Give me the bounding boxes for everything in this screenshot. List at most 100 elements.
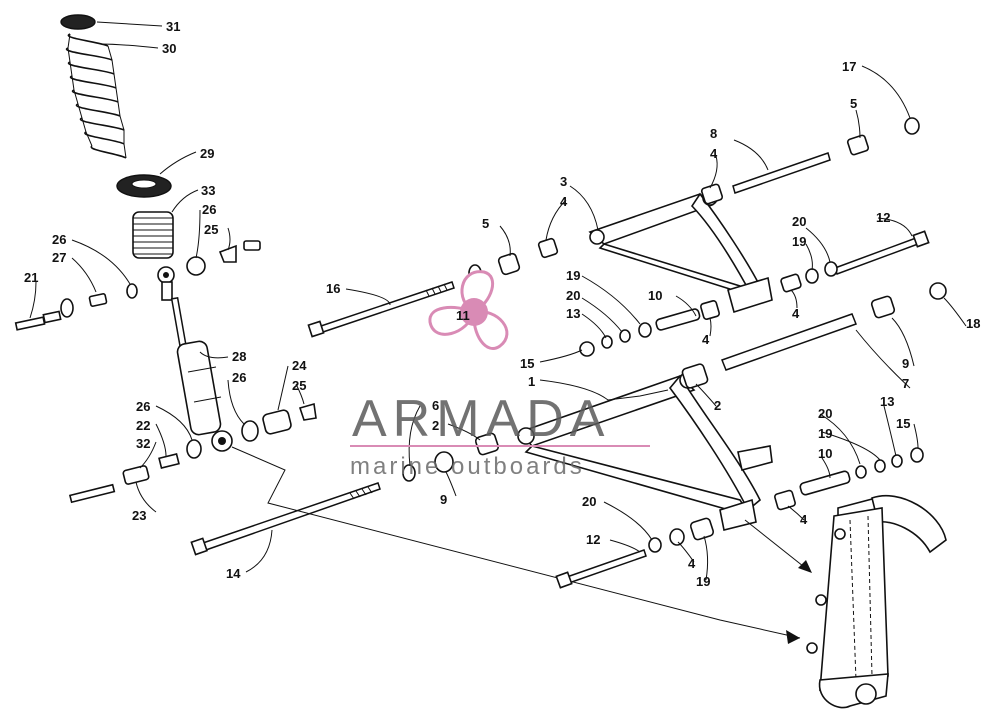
shock-assembly xyxy=(14,14,801,644)
washer-27 xyxy=(60,298,74,318)
callout-26-top: 26 xyxy=(202,202,216,217)
watermark-brand: ARMADA xyxy=(352,390,610,448)
callout-6: 6 xyxy=(432,398,439,413)
spacer-10-lower xyxy=(799,470,851,496)
piston-rod xyxy=(170,296,188,350)
callout-20-lower-right: 20 xyxy=(818,406,832,421)
callout-20-upper: 20 xyxy=(792,214,806,229)
callout-19-lower-right: 19 xyxy=(818,426,832,441)
callout-32: 32 xyxy=(136,436,150,451)
callout-25-lower: 25 xyxy=(292,378,306,393)
nut-17 xyxy=(904,117,920,135)
nut-25-top xyxy=(218,244,237,263)
callout-27: 27 xyxy=(52,250,66,265)
callout-7: 7 xyxy=(902,376,909,391)
bushing-4-right-upper xyxy=(700,183,724,205)
bushing-4-left xyxy=(537,237,559,259)
watermark-tagline: marine outboards xyxy=(350,453,585,480)
bushing-2-left xyxy=(474,432,500,456)
nut-25-lower xyxy=(298,402,317,421)
upper-arm-ball-joint xyxy=(727,276,773,314)
callout-3: 3 xyxy=(560,174,567,189)
bushing-5-right xyxy=(846,134,870,156)
callout-26-left: 26 xyxy=(52,232,66,247)
callout-labels: 31 30 29 33 26 25 26 27 21 28 26 24 25 2… xyxy=(24,19,980,589)
callout-8: 8 xyxy=(710,126,717,141)
long-bolt-14 xyxy=(190,482,381,556)
bolt-12-upper xyxy=(834,237,919,275)
callout-26-lower: 26 xyxy=(136,399,150,414)
bushing-26-lower-right xyxy=(241,420,259,442)
propeller-logo-icon xyxy=(428,270,509,350)
callout-16: 16 xyxy=(326,281,340,296)
bushing-9-left xyxy=(434,451,454,473)
callout-17: 17 xyxy=(842,59,856,74)
callout-4-upper-left: 4 xyxy=(560,194,568,209)
callout-9-left: 9 xyxy=(440,492,447,507)
callout-19-lower: 19 xyxy=(696,574,710,589)
bolt-21 xyxy=(14,316,46,331)
callout-31: 31 xyxy=(166,19,180,34)
callout-33: 33 xyxy=(201,183,215,198)
spacer-24 xyxy=(262,409,292,435)
callout-19-mid: 19 xyxy=(566,268,580,283)
bushing-26-lower xyxy=(186,439,202,459)
shaft-7 xyxy=(721,313,857,371)
bolt-16 xyxy=(307,281,455,338)
callout-26-mid: 26 xyxy=(232,370,246,385)
callout-5-left: 5 xyxy=(482,216,489,231)
callout-2-left: 2 xyxy=(432,418,439,433)
callout-10-upper: 10 xyxy=(648,288,662,303)
callout-18: 18 xyxy=(966,316,980,331)
callout-19-upper: 19 xyxy=(792,234,806,249)
callout-23: 23 xyxy=(132,508,146,523)
spindle-knuckle xyxy=(806,494,947,709)
callout-13-lower: 13 xyxy=(880,394,894,409)
callout-13-mid: 13 xyxy=(566,306,580,321)
callout-9-right: 9 xyxy=(902,356,909,371)
spacer-10-upper xyxy=(655,308,701,331)
shock-body xyxy=(176,340,222,436)
callout-12-lower: 12 xyxy=(586,532,600,547)
callout-4-lower: 4 xyxy=(688,556,696,571)
callout-20-mid: 20 xyxy=(566,288,580,303)
spacer-23 xyxy=(122,465,150,485)
bushing-26-top xyxy=(186,256,206,276)
upper-a-arm xyxy=(307,117,930,357)
callout-5-right: 5 xyxy=(850,96,857,111)
spring-top-cap xyxy=(60,14,96,30)
callout-24: 24 xyxy=(292,358,307,373)
callout-30: 30 xyxy=(162,41,176,56)
callout-29: 29 xyxy=(200,146,214,161)
washer-6 xyxy=(402,464,416,482)
armada-watermark: ARMADA marine outboards xyxy=(350,270,650,480)
callout-15-lower: 15 xyxy=(896,416,910,431)
threaded-adjuster xyxy=(132,211,174,259)
bushing-5-left xyxy=(497,252,521,276)
callout-4-mid-right: 4 xyxy=(792,306,800,321)
bolt-12-lower xyxy=(563,549,647,585)
callout-15-mid: 15 xyxy=(520,356,534,371)
callout-2-right: 2 xyxy=(714,398,721,413)
callout-25-top: 25 xyxy=(204,222,218,237)
bushing-9-right xyxy=(870,295,896,319)
leader-lines xyxy=(29,21,967,581)
callout-10-lower: 10 xyxy=(818,446,832,461)
nut-18 xyxy=(929,282,947,300)
callout-14: 14 xyxy=(226,566,241,581)
callout-1: 1 xyxy=(528,374,535,389)
callout-11: 11 xyxy=(456,308,470,323)
callout-20-lower: 20 xyxy=(582,494,596,509)
callout-4-lower-right: 4 xyxy=(800,512,808,527)
callout-4-upper-right: 4 xyxy=(710,146,718,161)
callout-28: 28 xyxy=(232,349,246,364)
sleeve-22 xyxy=(158,453,180,469)
callout-21: 21 xyxy=(24,270,38,285)
assembly-leader-line xyxy=(231,446,801,639)
coil-spring xyxy=(65,33,127,159)
callout-12-upper: 12 xyxy=(876,210,890,225)
bolt-32 xyxy=(68,483,116,504)
lower-arm-ball-joint xyxy=(719,498,757,531)
shaft-8 xyxy=(732,152,831,194)
